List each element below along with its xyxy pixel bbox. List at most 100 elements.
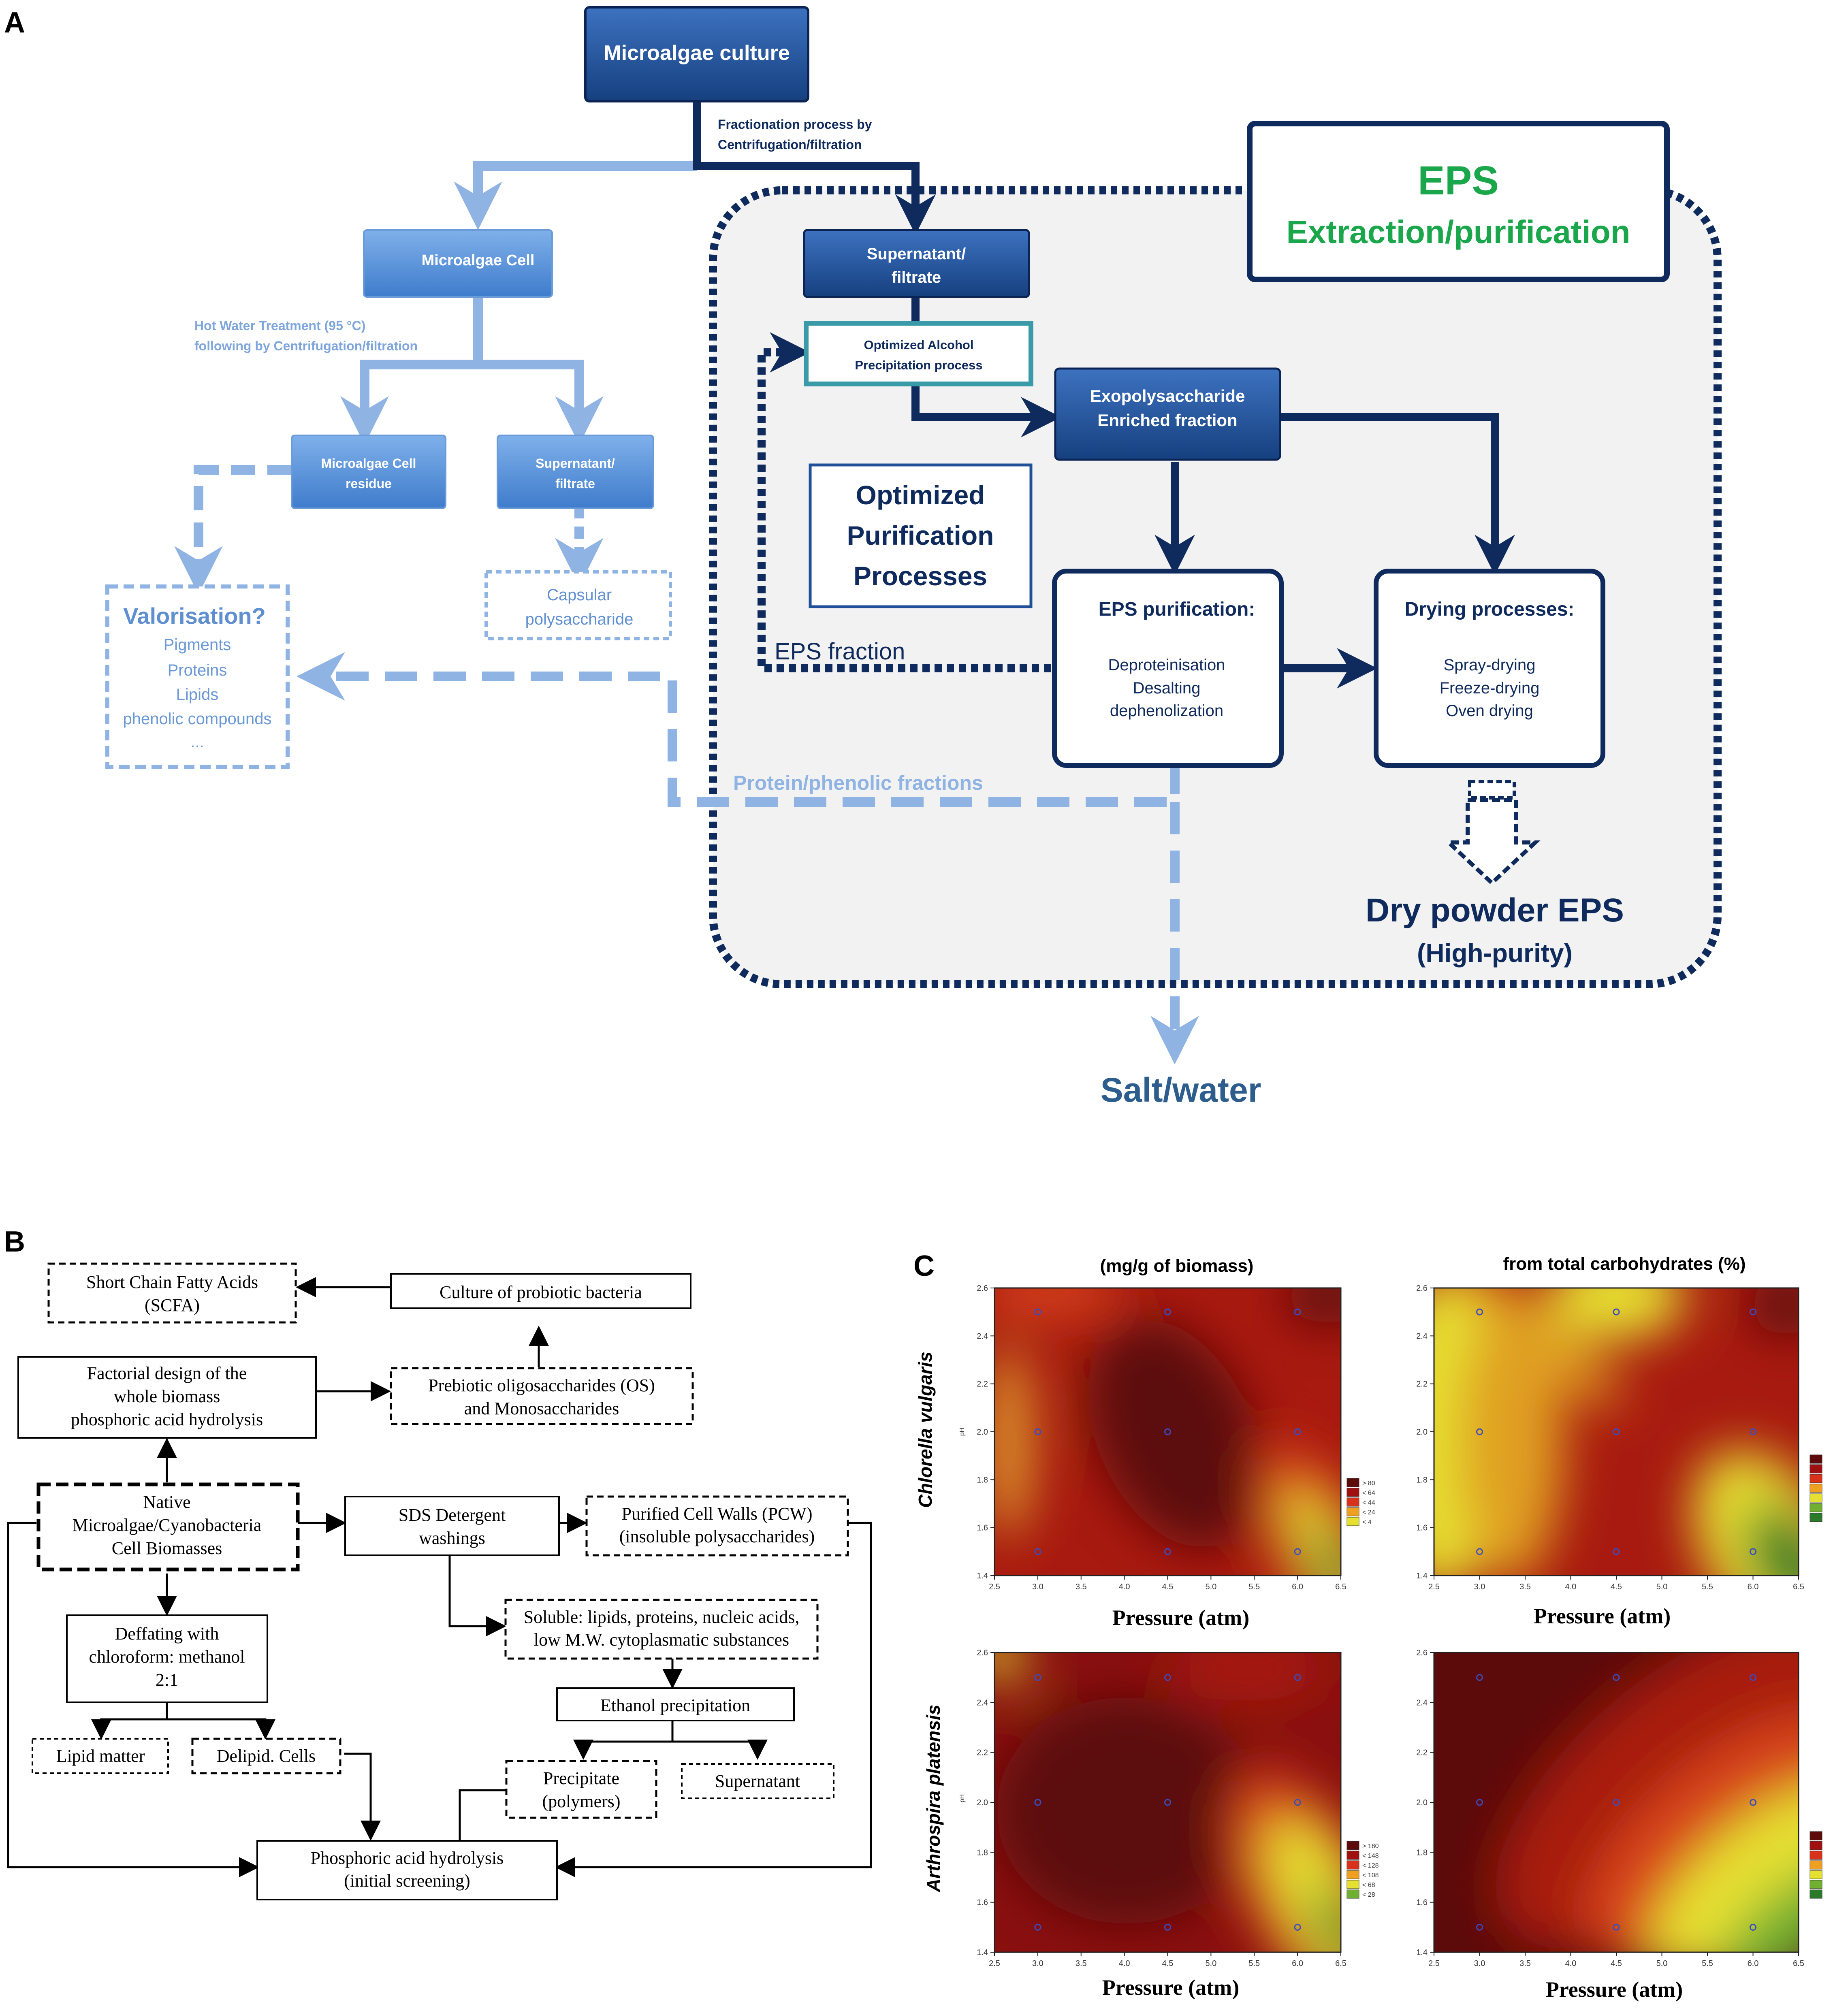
y-tick-label: 2.2 — [1416, 1748, 1428, 1757]
optimized-label-1: Optimized — [856, 480, 985, 510]
salt-water-label: Salt/water — [1101, 1071, 1261, 1109]
valorisation-item-phenolic: phenolic compounds — [123, 710, 272, 728]
supernatant-left-label-1: Supernatant/ — [536, 456, 615, 471]
design-point — [1034, 1428, 1041, 1435]
x-tick-label: 4.5 — [1162, 1959, 1174, 1968]
drying-item-2: Freeze-drying — [1440, 679, 1540, 697]
design-point — [1034, 1308, 1041, 1316]
ethanol-box: Ethanol precipitation — [556, 1687, 795, 1721]
contour-plot-3 — [994, 1653, 1341, 1952]
y-tick-label: 2.0 — [977, 1428, 988, 1437]
panel-label-b: B — [4, 1226, 25, 1258]
eps-subtitle: Extraction/purification — [1287, 214, 1630, 250]
x-tick-label: 5.0 — [1656, 1582, 1668, 1591]
supernatant-b-label: Supernatant — [715, 1771, 800, 1791]
design-point — [1164, 1428, 1171, 1435]
supernatant-right-label-1: Supernatant/ — [867, 245, 966, 263]
sds-label-1: SDS Detergent — [399, 1505, 506, 1525]
legend-label: < 4 — [1362, 1519, 1372, 1526]
microalgae-cell-label: Microalgae Cell — [422, 252, 535, 269]
x-tick-label: 6.5 — [1335, 1582, 1347, 1591]
x-tick-label: 3.0 — [1032, 1959, 1044, 1968]
legend-label: > 180 — [1362, 1843, 1379, 1850]
drying-processes-box: Drying processes: Spray-drying Freeze-dr… — [1374, 569, 1605, 768]
valorisation-title: Valorisation? — [123, 603, 266, 629]
legend-label: > 80 — [1362, 1480, 1375, 1487]
legend-swatch — [1347, 1497, 1359, 1507]
legend-label: < 24 — [1362, 1509, 1375, 1516]
y-tick-label: 2.4 — [1416, 1698, 1428, 1707]
x-tick-label: 5.0 — [1205, 1959, 1216, 1968]
deffating-label-2: chloroform: methanol — [89, 1647, 245, 1667]
design-point — [1164, 1308, 1171, 1316]
supernatant-left-label-2: filtrate — [555, 476, 595, 491]
col-title-1: (mg/g of biomass) — [1100, 1256, 1254, 1276]
legend-swatch — [1347, 1851, 1359, 1860]
y-tick-label: 2.2 — [977, 1748, 988, 1757]
row-title-1: Chlorella vulgaris — [915, 1352, 936, 1508]
design-point — [1034, 1548, 1041, 1555]
factorial-label-1: Factorial design of the — [87, 1363, 247, 1383]
legend-swatch — [1810, 1474, 1822, 1483]
scfa-label-2: (SCFA) — [145, 1295, 200, 1315]
y-tick-label: 2.2 — [977, 1380, 988, 1389]
supernatant-b-box: Supernatant — [681, 1763, 834, 1799]
y-tick-label: 1.4 — [1416, 1948, 1428, 1957]
y-tick-label: 1.6 — [1416, 1524, 1428, 1533]
eps-purification-box: EPS purification: Deproteinisation Desal… — [1052, 569, 1284, 768]
x-tick-label: 6.0 — [1748, 1959, 1759, 1968]
precipitate-box: Precipitate (polymers) — [505, 1760, 657, 1819]
x-tick-label: 4.0 — [1119, 1959, 1130, 1968]
alcohol-label-2: Precipitation process — [855, 358, 982, 372]
lipid-matter-label: Lipid matter — [56, 1746, 145, 1766]
x-tick-label: 4.0 — [1565, 1582, 1577, 1591]
prebiotic-label-2: and Monosaccharides — [464, 1399, 619, 1418]
fractionation-label-1: Fractionation process by — [718, 117, 872, 132]
design-point — [1750, 1428, 1756, 1435]
x-tick-label: 5.0 — [1205, 1582, 1216, 1591]
design-point — [1750, 1548, 1756, 1555]
col-title-2: from total carbohydrates (%) — [1503, 1254, 1746, 1274]
eps-fraction-label: EPS fraction — [775, 638, 905, 665]
legend-swatch — [1810, 1454, 1822, 1464]
y-tick-label: 2.6 — [1416, 1648, 1428, 1657]
y-tick-label: 2.4 — [977, 1332, 988, 1341]
legend-swatch — [1347, 1880, 1359, 1889]
x-tick-label: 3.5 — [1076, 1959, 1087, 1968]
culture-label: Culture of probiotic bacteria — [440, 1282, 642, 1302]
design-point — [1613, 1923, 1620, 1931]
prebiotic-label-1: Prebiotic oligosaccharides (OS) — [428, 1375, 655, 1395]
xlabel-2: Pressure (atm) — [1534, 1604, 1671, 1628]
scfa-box: Short Chain Fatty Acids (SCFA) — [47, 1262, 297, 1324]
contour-plot-1 — [994, 1288, 1341, 1576]
row-title-2: Arthrospira platensis — [923, 1705, 944, 1893]
valorisation-item-more: ... — [190, 733, 204, 751]
ethanol-label: Ethanol precipitation — [600, 1695, 750, 1715]
microalgae-culture-box: Microalgae culture — [584, 6, 809, 102]
x-tick-label: 3.5 — [1519, 1959, 1531, 1968]
panel-label-a: A — [4, 6, 25, 39]
optimized-processes-box: Optimized Purification Processes — [809, 463, 1033, 608]
x-tick-label: 6.5 — [1335, 1959, 1347, 1968]
alcohol-precipitation-box: Optimized Alcohol Precipitation process — [804, 321, 1033, 386]
design-point — [1476, 1308, 1483, 1316]
design-point — [1294, 1548, 1301, 1555]
cell-residue-label-2: residue — [346, 476, 392, 491]
y-tick-label: 2.6 — [1416, 1284, 1428, 1293]
y-tick-label: 2.2 — [1416, 1380, 1428, 1389]
panel-label-c: C — [913, 1250, 935, 1282]
ylabel-1: pH — [959, 1428, 966, 1436]
hot-water-label-2: following by Centrifugation/filtration — [194, 339, 418, 353]
soluble-label-2: low M.W. cytoplasmatic substances — [534, 1630, 789, 1650]
design-point — [1750, 1923, 1756, 1931]
lipid-matter-box: Lipid matter — [32, 1738, 169, 1774]
pcw-label-2: (insoluble polysaccharides) — [619, 1527, 815, 1546]
phosphoric-label-2: (initial screening) — [344, 1871, 470, 1891]
x-tick-label: 4.0 — [1565, 1959, 1577, 1968]
y-tick-label: 1.8 — [1416, 1848, 1428, 1857]
x-tick-label: 5.5 — [1248, 1959, 1260, 1968]
cell-residue-box: Microalgae Cell residue — [291, 435, 446, 509]
y-tick-label: 1.6 — [977, 1898, 988, 1907]
design-point — [1164, 1548, 1171, 1555]
